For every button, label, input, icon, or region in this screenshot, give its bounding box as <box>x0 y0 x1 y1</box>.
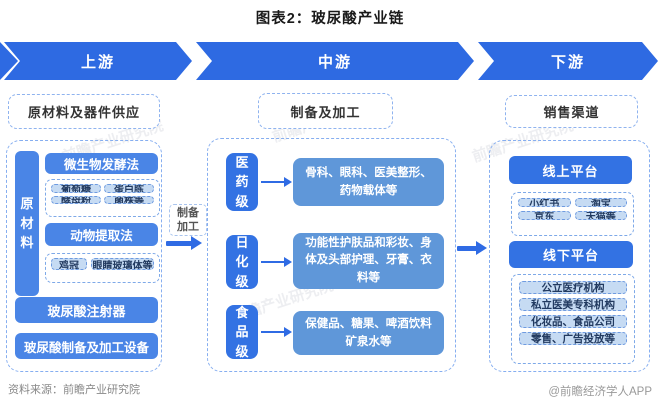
flow-arrow-icon <box>261 177 292 187</box>
upstream-header: 原材料及器件供应 <box>8 94 160 129</box>
online-channel-item: 小红书 <box>518 198 571 207</box>
offline-channel-item: 公立医疗机构 <box>519 281 627 294</box>
animal-extraction-items-group: 鸡冠 眼睛玻璃体等 <box>45 253 160 283</box>
fermentation-item: 蛋白胨 <box>104 184 154 193</box>
grade-box-food: 食品级 <box>226 305 258 359</box>
online-channel-item: 京东 <box>518 211 571 220</box>
fermentation-item: 酵母粉 <box>51 195 101 204</box>
banner-segment-midstream: 中游 <box>196 42 474 80</box>
offline-platform-box: 线下平台 <box>509 241 633 268</box>
banner-segment-upstream: 上游 <box>4 42 192 80</box>
applications-box-pharma: 骨科、眼科、医美整形、药物载体等 <box>293 158 444 206</box>
offline-channel-item: 化妆品、食品公司 <box>519 315 627 328</box>
preparation-processing-connector: 制备 加工 <box>169 204 207 236</box>
applications-box-daily-chemical: 功能性护肤品和彩妆、身体及头部护理、牙膏、衣料等 <box>293 233 444 289</box>
offline-channel-item: 零售、广告投放等 <box>519 332 627 345</box>
animal-extraction-box: 动物提取法 <box>45 223 158 246</box>
raw-materials-vertical-label: 原材料 <box>15 151 39 296</box>
fermentation-method-box: 微生物发酵法 <box>45 153 158 174</box>
page-title: 图表2：玻尿酸产业链 <box>255 11 405 27</box>
flow-arrow-icon <box>261 327 292 337</box>
offline-platform-items-group: 公立医疗机构 私立医美专科机构 化妆品、食品公司 零售、广告投放等 <box>511 274 635 364</box>
downstream-container: 线上平台 小红书 淘宝 京东 天猫等 线下平台 公立医疗机构 私立医美专科机构 … <box>489 140 650 372</box>
grade-box-daily-chemical: 日化级 <box>226 235 258 289</box>
fermentation-items-group: 葡萄糖 蛋白胨 酵母粉 菌株等 <box>45 179 160 217</box>
flow-arrow-mid-to-down-icon <box>457 241 487 255</box>
midstream-container: 医药级 骨科、眼科、医美整形、药物载体等 日化级 功能性护肤品和彩妆、身体及头部… <box>207 138 456 372</box>
animal-extraction-item: 鸡冠 <box>51 258 87 270</box>
upstream-container: 原材料 微生物发酵法 葡萄糖 蛋白胨 酵母粉 菌株等 动物提取法 鸡冠 眼睛玻璃… <box>6 140 162 372</box>
fermentation-item: 葡萄糖 <box>51 184 101 193</box>
flow-arrow-icon <box>261 257 292 267</box>
online-platform-items-group: 小红书 淘宝 京东 天猫等 <box>511 192 634 236</box>
applications-box-food: 保健品、糖果、啤酒饮料矿泉水等 <box>293 311 444 355</box>
source-note: 资料来源：前瞻产业研究院 <box>8 384 140 396</box>
offline-channel-item: 私立医美专科机构 <box>519 298 627 311</box>
grade-box-pharma: 医药级 <box>226 153 258 211</box>
equipment-box: 玻尿酸制备及加工设备 <box>15 333 158 359</box>
midstream-header: 制备及加工 <box>258 93 393 129</box>
flow-arrow-up-to-mid-icon <box>166 236 202 250</box>
syringe-box: 玻尿酸注射器 <box>15 297 158 323</box>
banner-segment-downstream: 下游 <box>478 42 658 80</box>
online-platform-box: 线上平台 <box>509 156 632 184</box>
online-channel-item: 天猫等 <box>574 211 627 220</box>
credit-note: @前瞻经济学人APP <box>548 386 652 398</box>
fermentation-item: 菌株等 <box>104 195 154 204</box>
online-channel-item: 淘宝 <box>574 198 627 207</box>
animal-extraction-item: 眼睛玻璃体等 <box>91 258 154 270</box>
downstream-header: 销售渠道 <box>505 95 638 128</box>
